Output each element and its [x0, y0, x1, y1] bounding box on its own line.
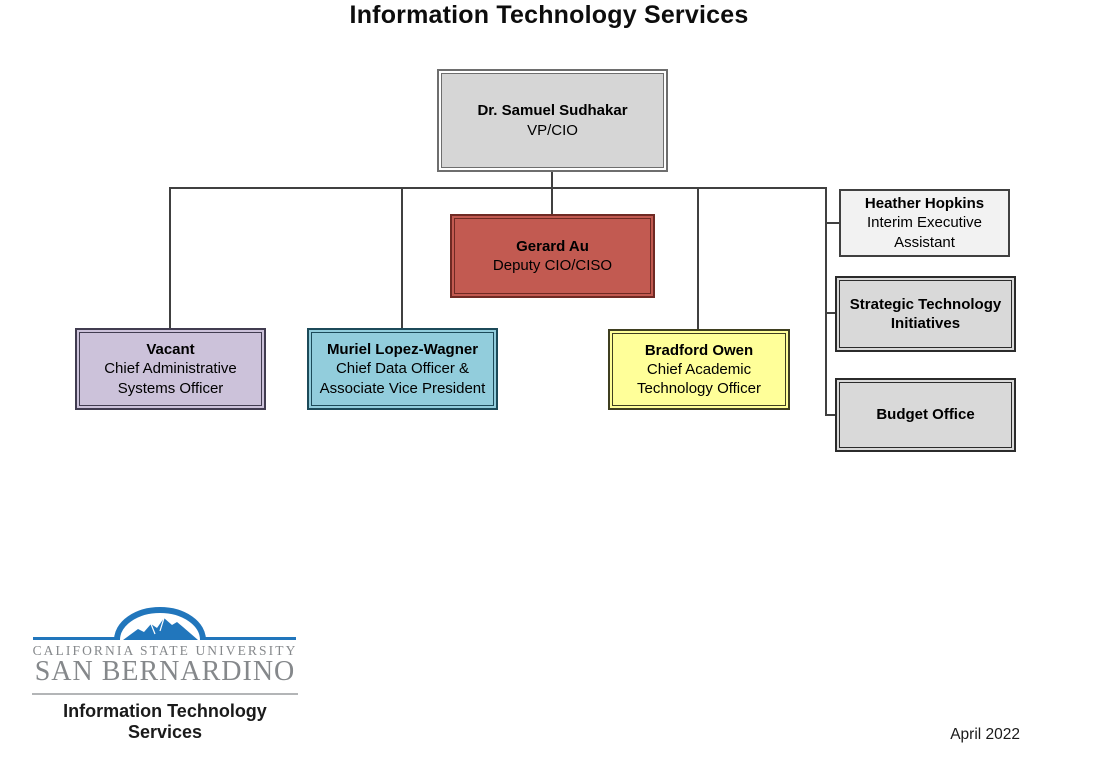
person-role: Chief Administrative Systems Officer: [104, 360, 237, 397]
org-node-executive-assistant-body: Heather Hopkins Interim Executive Assist…: [841, 191, 1008, 255]
person-role: Chief Data Officer & Associate Vice Pres…: [319, 360, 486, 397]
person-name: Muriel Lopez-Wagner: [326, 341, 479, 359]
person-name: Heather Hopkins: [864, 195, 985, 213]
person-name: Gerard Au: [516, 237, 589, 255]
date-label: April 2022: [950, 726, 1020, 743]
connector-right-rail: [825, 189, 827, 416]
connector-to-vacant: [169, 189, 171, 328]
org-node-deputy-cio: Gerard Au Deputy CIO/CISO: [450, 214, 655, 298]
org-node-strategic-tech-initiatives: Strategic Technology Initiatives: [835, 276, 1016, 352]
logo-department-line2: Services: [127, 722, 203, 742]
person-role: VP/CIO: [527, 121, 578, 139]
logo-department-line1: Information Technology: [63, 701, 267, 721]
org-node-deputy-cio-body: Gerard Au Deputy CIO/CISO: [454, 218, 651, 294]
connector-main-bus: [169, 187, 827, 189]
org-node-chief-data-officer-body: Muriel Lopez-Wagner Chief Data Officer &…: [311, 332, 494, 406]
person-name: Vacant: [146, 341, 195, 359]
connector-stub-sti: [827, 312, 835, 314]
org-node-vp-cio: Dr. Samuel Sudhakar VP/CIO: [437, 69, 668, 172]
connector-to-deputy: [551, 189, 553, 214]
org-node-chief-admin-systems: Vacant Chief Administrative Systems Offi…: [75, 328, 266, 410]
org-node-executive-assistant: Heather Hopkins Interim Executive Assist…: [839, 189, 1010, 257]
person-role: Chief Academic Technology Officer: [637, 360, 761, 398]
unit-name: Strategic Technology Initiatives: [849, 295, 1002, 332]
logo-university-line1: CALIFORNIA STATE UNIVERSITY: [32, 643, 298, 658]
connector-to-cato: [697, 189, 699, 329]
org-node-budget-office: Budget Office: [835, 378, 1016, 452]
org-node-chief-academic-tech-body: Bradford Owen Chief Academic Technology …: [612, 333, 786, 406]
page-title: Information Technology Services: [349, 1, 749, 29]
person-name: Bradford Owen: [644, 341, 754, 359]
connector-cio-down: [551, 172, 553, 188]
logo-left-line: [33, 637, 117, 640]
connector-to-cdo: [401, 189, 403, 328]
org-node-budget-office-body: Budget Office: [839, 382, 1012, 448]
connector-stub-budget: [827, 414, 835, 416]
csusb-logo-icon: [33, 607, 296, 641]
org-node-chief-data-officer: Muriel Lopez-Wagner Chief Data Officer &…: [307, 328, 498, 410]
logo-arch: [114, 607, 206, 641]
org-node-vp-cio-body: Dr. Samuel Sudhakar VP/CIO: [441, 73, 664, 168]
logo-divider-line: [32, 693, 298, 695]
person-role: Deputy CIO/CISO: [492, 257, 613, 274]
connector-stub-ea: [827, 222, 839, 224]
org-node-chief-academic-tech: Bradford Owen Chief Academic Technology …: [608, 329, 790, 410]
person-role: Interim Executive Assistant: [866, 214, 983, 251]
org-node-strategic-tech-initiatives-body: Strategic Technology Initiatives: [839, 280, 1012, 348]
person-name: Dr. Samuel Sudhakar: [477, 102, 628, 120]
logo-right-line: [203, 637, 296, 640]
org-node-chief-admin-systems-body: Vacant Chief Administrative Systems Offi…: [79, 332, 262, 406]
logo-university-line2: SAN BERNARDINO: [34, 656, 296, 687]
unit-name: Budget Office: [876, 406, 975, 424]
